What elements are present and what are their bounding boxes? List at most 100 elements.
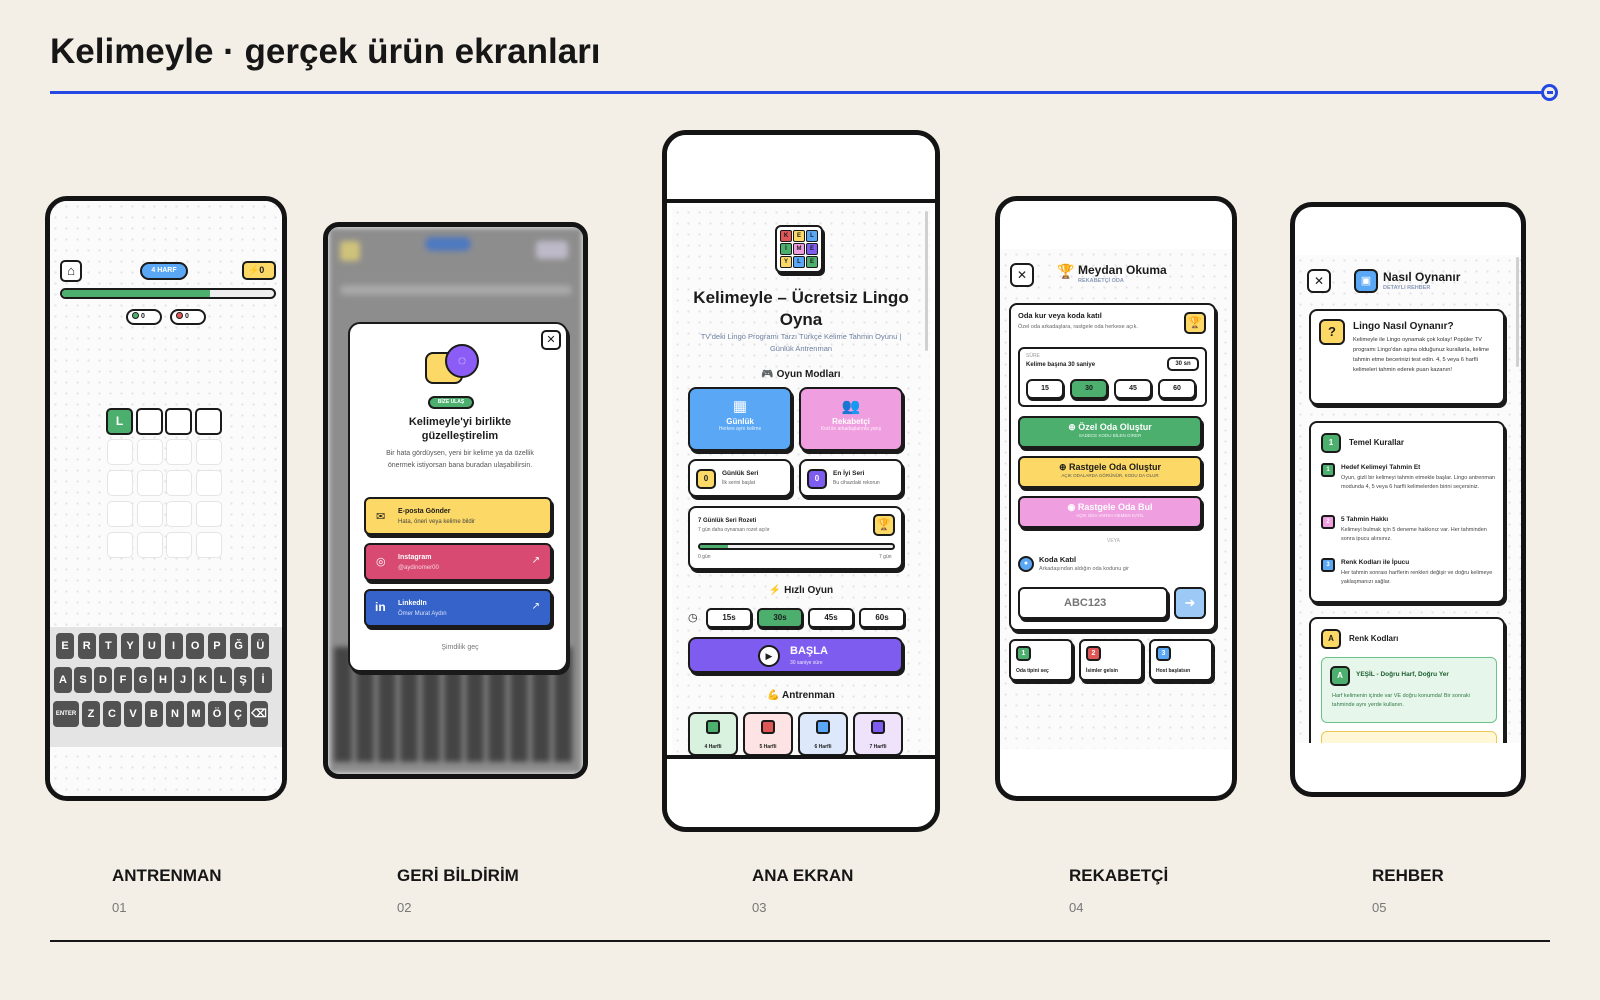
keyboard-key[interactable]: L (214, 667, 232, 693)
random-room-button[interactable]: ⊕ Rastgele Oda Oluştur AÇIK ODALARDA GÖR… (1018, 456, 1202, 488)
private-room-button[interactable]: ⊕ Özel Oda Oluştur SADECE KODU BİLEN GİR… (1018, 416, 1202, 448)
start-button[interactable]: ▶ BAŞLA 30 saniye süre (688, 637, 903, 673)
keyboard-key[interactable]: I (164, 633, 183, 659)
empty-cell (196, 470, 222, 496)
phone-rival: ✕ 🏆 Meydan Okuma REKABETÇİ ODA Oda kur v… (995, 196, 1237, 801)
wrong-count: 0 (184, 313, 189, 320)
keyboard-key[interactable]: E (56, 633, 74, 659)
gamepad-icon: 🎮 (761, 369, 774, 380)
keyboard-key[interactable]: Ö (208, 701, 226, 727)
rule-number: 1 (1321, 463, 1335, 477)
keyboard-key[interactable]: Ç (229, 701, 247, 727)
duration-option[interactable]: 30 (1070, 379, 1108, 399)
linkedin-sub: Ömer Murat Aydın (398, 611, 447, 617)
code-icon: ● (1018, 556, 1034, 572)
intro-card: ? Lingo Nasıl Oynanır? Kelimeyle ile Lin… (1309, 309, 1505, 405)
linkedin-button[interactable]: in LinkedIn Ömer Murat Aydın ↗ (364, 589, 552, 627)
keyboard-key[interactable]: F (114, 667, 132, 693)
training-option[interactable]: 6 Harfli (798, 712, 848, 755)
keyboard-key[interactable]: R (77, 633, 96, 659)
correct-count: 0 (140, 313, 145, 320)
training-option[interactable]: 4 Harfli (688, 712, 738, 755)
keyboard-key[interactable]: U (142, 633, 161, 659)
caption-5: REHBER (1372, 866, 1444, 885)
keyboard-key[interactable]: H (154, 667, 172, 693)
keyboard-key[interactable]: K (194, 667, 212, 693)
bottom-divider (50, 940, 1550, 942)
badge-card-title: 7 Günlük Seri Rozeti (698, 518, 757, 524)
email-button[interactable]: ✉ E-posta Gönder Hata, öneri veya kelime… (364, 497, 552, 535)
empty-cell (166, 532, 192, 558)
best-sub: Bu cihazdaki rekorun (833, 480, 880, 486)
keyboard-key[interactable]: Ü (251, 633, 270, 659)
join-desc: Özel oda arkadaşlara, rastgele oda herke… (1018, 324, 1138, 330)
keyboard-key[interactable]: M (187, 701, 205, 727)
keyboard-key[interactable]: N (166, 701, 184, 727)
question-icon: ? (1319, 319, 1345, 345)
keyboard-key[interactable]: G (134, 667, 152, 693)
time-option[interactable]: 30s (757, 608, 803, 628)
join-arrow-button[interactable]: ➜ (1174, 587, 1206, 619)
training-option[interactable]: 7 Harfli (853, 712, 903, 755)
email-title: E-posta Gönder (398, 508, 451, 515)
colors-card: A Renk Kodları A YEŞİL - Doğru Harf, Doğ… (1309, 617, 1505, 743)
step-number: 2 (1086, 646, 1101, 661)
rule-title: 5 Tahmin Hakkı (1341, 516, 1389, 523)
time-option[interactable]: 45s (808, 608, 854, 628)
time-option[interactable]: 15s (706, 608, 752, 628)
close-icon[interactable]: ✕ (1010, 263, 1034, 287)
streak-value: 0 (696, 469, 716, 489)
caption-3: ANA EKRAN (752, 866, 854, 885)
logo-tile: E (793, 230, 805, 242)
instagram-button[interactable]: ◎ Instagram @aydinomer00 ↗ (364, 543, 552, 581)
close-icon[interactable]: ✕ (541, 330, 561, 350)
keyboard-key[interactable]: C (103, 701, 121, 727)
keyboard-key[interactable]: ENTER (53, 701, 79, 727)
keyboard-key[interactable]: Ğ (229, 633, 248, 659)
daily-mode-button[interactable]: ▦ Günlük Herkes aynı kelime (688, 387, 792, 451)
bolt-count: 0 (259, 265, 265, 275)
number-4: 04 (1069, 900, 1084, 915)
find-room-button[interactable]: ◉ Rastgele Oda Bul AÇIK ODA VARSA HEMEN … (1018, 496, 1202, 528)
duration-option[interactable]: 45 (1114, 379, 1152, 399)
correct-dot-icon (132, 312, 139, 319)
keyboard-key[interactable]: İ (254, 667, 272, 693)
keyboard-key[interactable]: S (74, 667, 92, 693)
timer-progress-fill (62, 290, 211, 297)
code-join-title: Koda Katıl (1039, 555, 1077, 564)
wrong-counter: 0 (170, 309, 206, 325)
training-option[interactable]: 5 Harfli (743, 712, 793, 755)
empty-cell (107, 470, 133, 496)
logo-tile: Y (780, 256, 792, 268)
keyboard-key[interactable]: V (124, 701, 142, 727)
keyboard-key[interactable]: A (54, 667, 72, 693)
training-label: 4 Harfli (704, 744, 722, 750)
home-icon[interactable]: ⌂ (60, 260, 82, 282)
keyboard-key[interactable]: O (186, 633, 205, 659)
colors-title: Renk Kodları (1349, 634, 1399, 643)
keyboard-key[interactable]: J (174, 667, 192, 693)
keyboard-key[interactable]: D (94, 667, 112, 693)
time-option[interactable]: 60s (859, 608, 905, 628)
keyboard-key[interactable]: Y (121, 633, 140, 659)
keyboard-key[interactable]: Z (82, 701, 100, 727)
empty-cell (137, 470, 163, 496)
keyboard-key[interactable]: B (145, 701, 163, 727)
keyboard-key[interactable]: ⌫ (250, 701, 268, 727)
clock-icon: ◷ (688, 612, 698, 624)
duration-option[interactable]: 60 (1158, 379, 1196, 399)
duration-option[interactable]: 15 (1026, 379, 1064, 399)
room-code-input[interactable] (1018, 587, 1168, 619)
keyboard-key[interactable]: Ş (234, 667, 252, 693)
skip-link[interactable]: Şimdilik geç (441, 644, 479, 651)
keyboard-key[interactable]: P (207, 633, 226, 659)
close-icon[interactable]: ✕ (1307, 269, 1331, 293)
green-title: YEŞİL - Doğru Harf, Doğru Yer (1356, 671, 1449, 678)
logo-tile: L (806, 230, 818, 242)
home-scrollbar (925, 211, 928, 351)
rival-mode-button[interactable]: 👥 Rekabetçi Kod ile arkadaşlarınla yarış (799, 387, 903, 451)
keyboard-key[interactable]: T (99, 633, 118, 659)
